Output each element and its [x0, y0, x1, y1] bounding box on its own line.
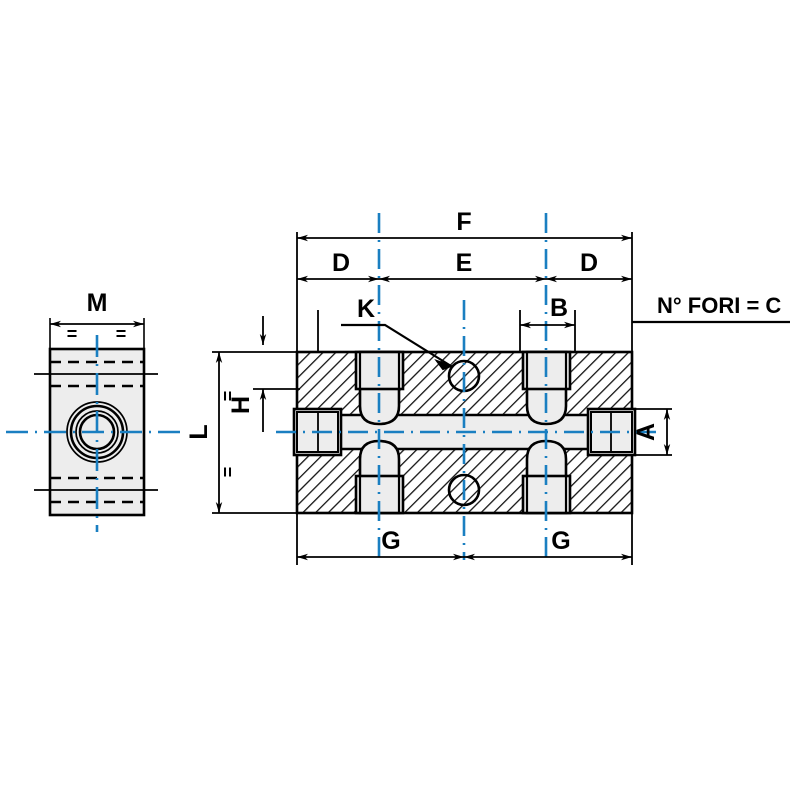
- label-D-right: D: [580, 249, 598, 277]
- equal-mark-m-right: =: [116, 324, 127, 344]
- label-G-right: G: [551, 527, 570, 555]
- callout-K-arrowhead: [434, 358, 454, 371]
- end-view-group: M = =: [6, 289, 186, 532]
- equal-mark-m-left: =: [67, 324, 78, 344]
- label-holes-note: N° FORI = C: [657, 293, 781, 318]
- equal-mark-l-bottom: =: [218, 467, 238, 478]
- label-A: A: [632, 423, 660, 441]
- callout-K: K: [341, 295, 454, 371]
- callout-K-leader: [341, 323, 452, 367]
- section-view-group: F D E D B K N° FORI = C L: [185, 208, 790, 565]
- bore-top-left: [354, 350, 405, 426]
- label-L: L: [185, 424, 213, 439]
- section-centerlines: [276, 213, 660, 560]
- callout-holes-note: N° FORI = C: [632, 293, 790, 324]
- label-G-left: G: [381, 527, 400, 555]
- label-F: F: [456, 208, 471, 236]
- label-K: K: [357, 295, 375, 323]
- label-D-left: D: [332, 249, 350, 277]
- label-E: E: [456, 249, 473, 277]
- label-B: B: [550, 294, 568, 322]
- equal-mark-l-top: =: [218, 391, 238, 402]
- label-M: M: [87, 289, 108, 317]
- label-H: H: [227, 396, 255, 414]
- top-extension-lines: [296, 232, 633, 352]
- thread-circle-bottom: [447, 473, 481, 507]
